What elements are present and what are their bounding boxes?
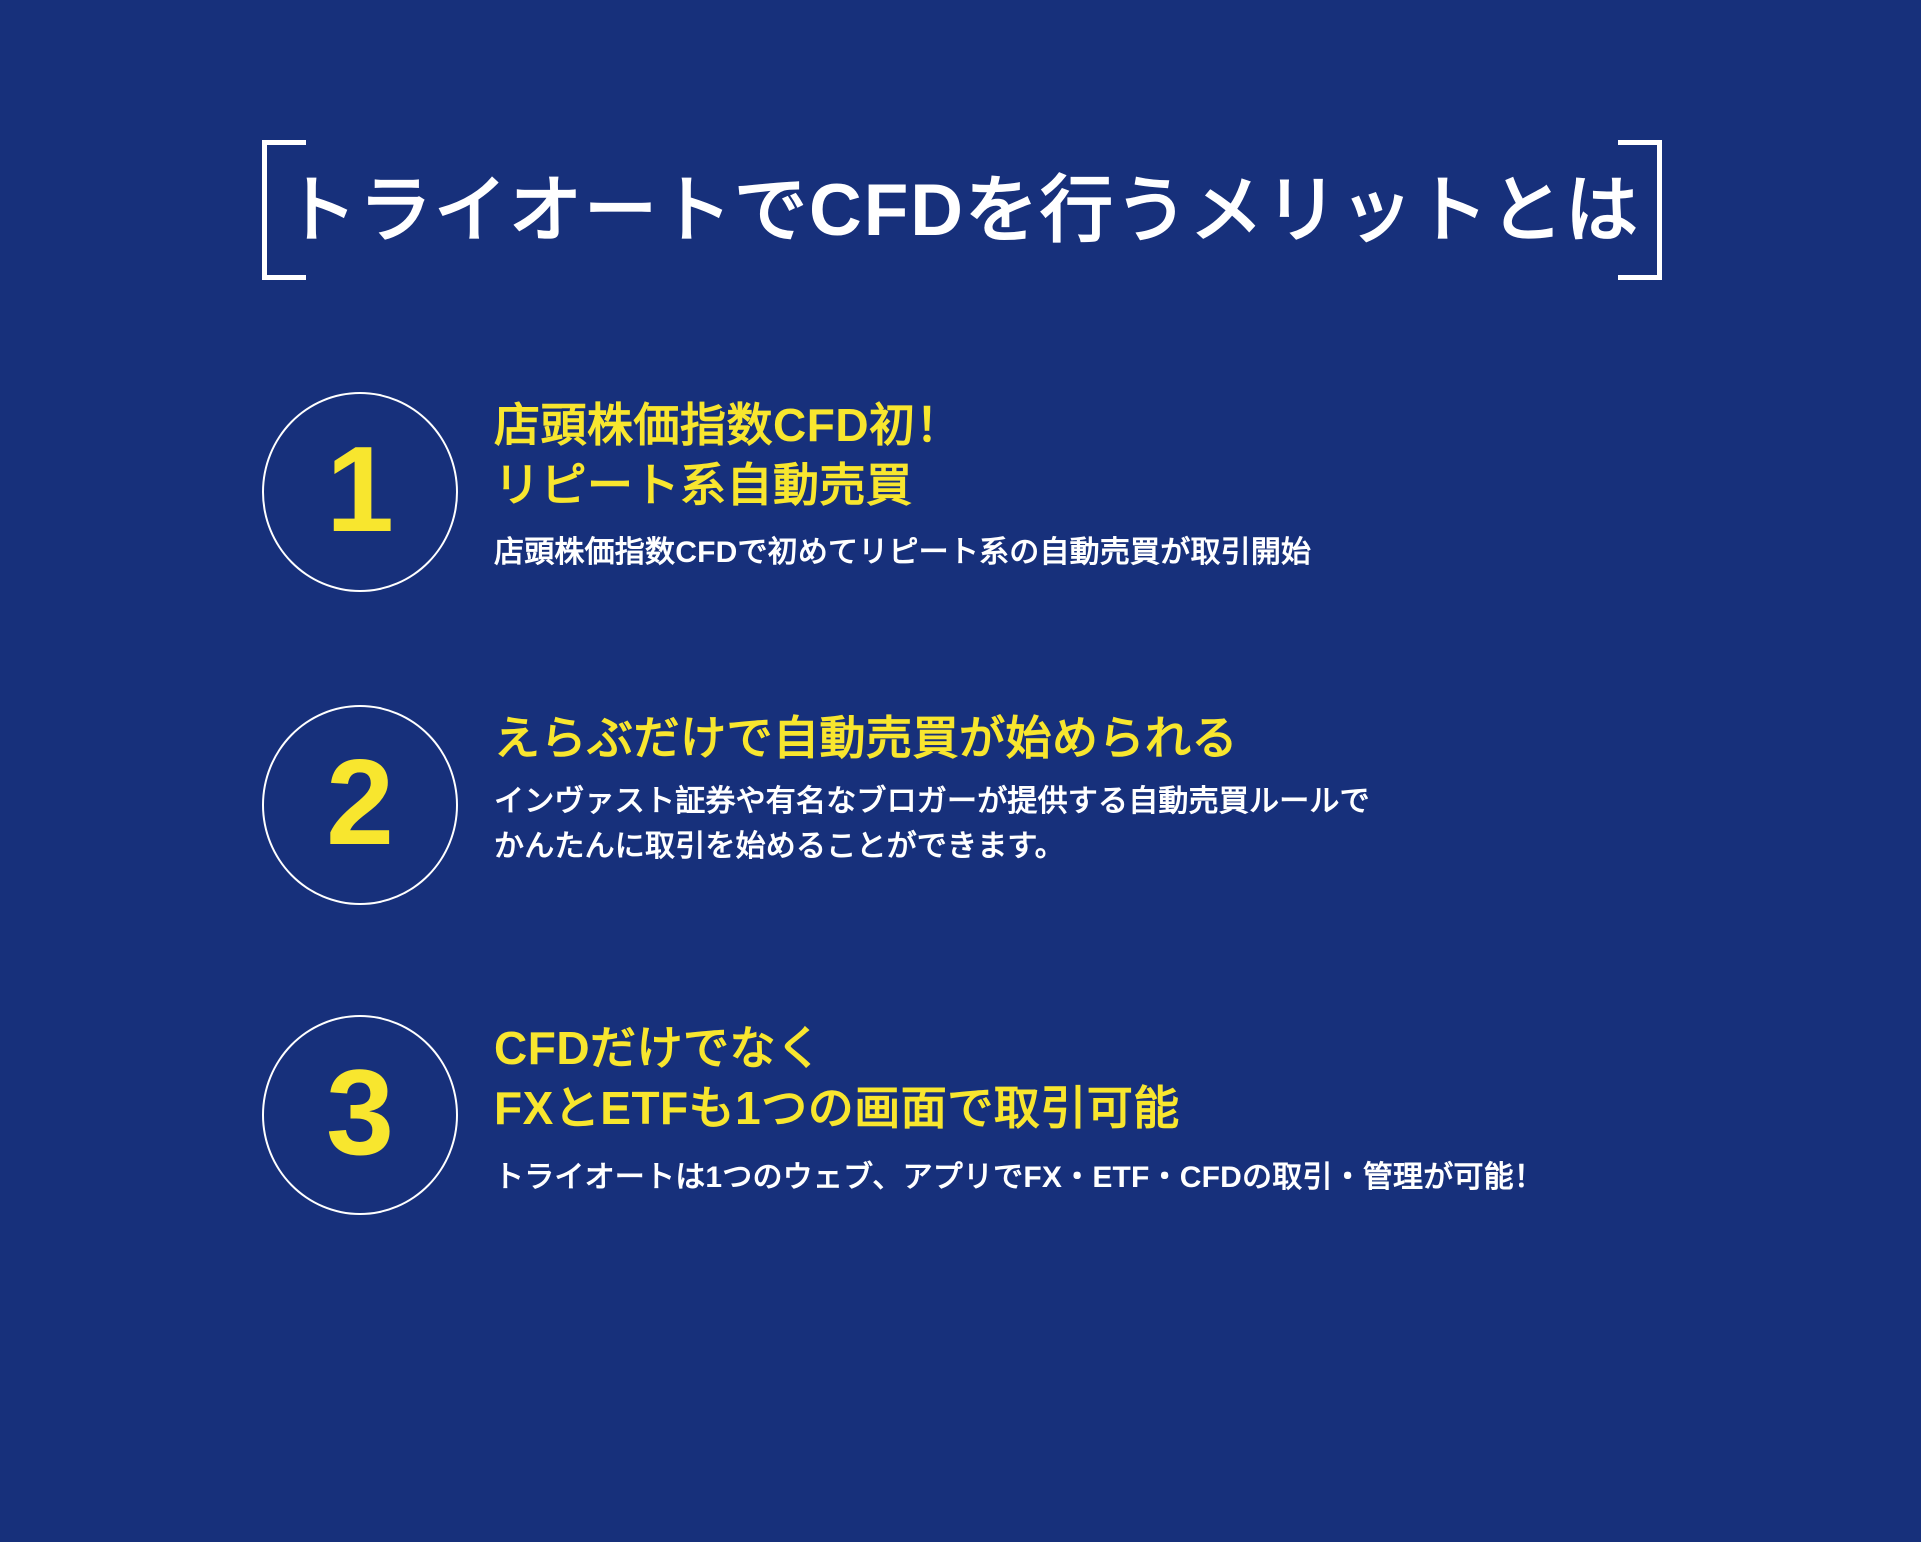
benefit-item-1: 1 店頭株価指数CFD初！ リピート系自動売買 店頭株価指数CFDで初めてリピー… (262, 392, 1682, 592)
benefit-number-badge-3: 3 (262, 1015, 458, 1215)
benefit-number-badge-2: 2 (262, 705, 458, 905)
benefit-description-3: トライオートは1つのウェブ、アプリでFX・ETF・CFDの取引・管理が可能！ (494, 1139, 1682, 1201)
benefit-description-1: 店頭株価指数CFDで初めてリピート系の自動売買が取引開始 (494, 516, 1682, 576)
benefit-description-line: トライオートは1つのウェブ、アプリでFX・ETF・CFDの取引・管理が可能！ (494, 1160, 1545, 1194)
bracket-right-decoration (1618, 140, 1662, 280)
benefit-heading-3: CFDだけでなく FXとETFも1つの画面で取引可能 (494, 1019, 1682, 1139)
benefit-heading-1: 店頭株価指数CFD初！ リピート系自動売買 (494, 396, 1682, 516)
page-title: トライオートでCFDを行うメリットとは (283, 169, 1641, 251)
page-title-block: トライオートでCFDを行うメリットとは (262, 140, 1662, 280)
benefit-heading-line: リピート系自動売買 (494, 458, 913, 511)
benefit-heading-line: FXとETFも1つの画面で取引可能 (494, 1081, 1180, 1134)
benefit-heading-line: 店頭株価指数CFD初！ (494, 399, 963, 451)
benefit-item-3: 3 CFDだけでなく FXとETFも1つの画面で取引可能 トライオートは1つのウ… (262, 1015, 1682, 1215)
benefit-content-2: えらぶだけで自動売買が始められる インヴァスト証券や有名なブロガーが提供する自動… (458, 705, 1682, 870)
benefit-content-1: 店頭株価指数CFD初！ リピート系自動売買 店頭株価指数CFDで初めてリピート系… (458, 392, 1682, 575)
benefit-description-line: 店頭株価指数CFDで初めてリピート系の自動売買が取引開始 (494, 535, 1312, 569)
benefit-content-3: CFDだけでなく FXとETFも1つの画面で取引可能 トライオートは1つのウェブ… (458, 1015, 1682, 1200)
benefit-heading-line: CFDだけでなく (494, 1022, 823, 1074)
benefit-number-badge-1: 1 (262, 392, 458, 592)
benefit-description-2: インヴァスト証券や有名なブロガーが提供する自動売買ルールで かんたんに取引を始め… (494, 769, 1682, 870)
benefit-heading-2: えらぶだけで自動売買が始められる (494, 709, 1682, 769)
benefit-description-line: インヴァスト証券や有名なブロガーが提供する自動売買ルールで (494, 784, 1370, 818)
benefit-heading-line: えらぶだけで自動売買が始められる (494, 712, 1238, 764)
benefit-description-line: かんたんに取引を始めることができます。 (494, 830, 1065, 864)
benefit-item-2: 2 えらぶだけで自動売買が始められる インヴァスト証券や有名なブロガーが提供する… (262, 705, 1682, 905)
bracket-left-decoration (262, 140, 306, 280)
